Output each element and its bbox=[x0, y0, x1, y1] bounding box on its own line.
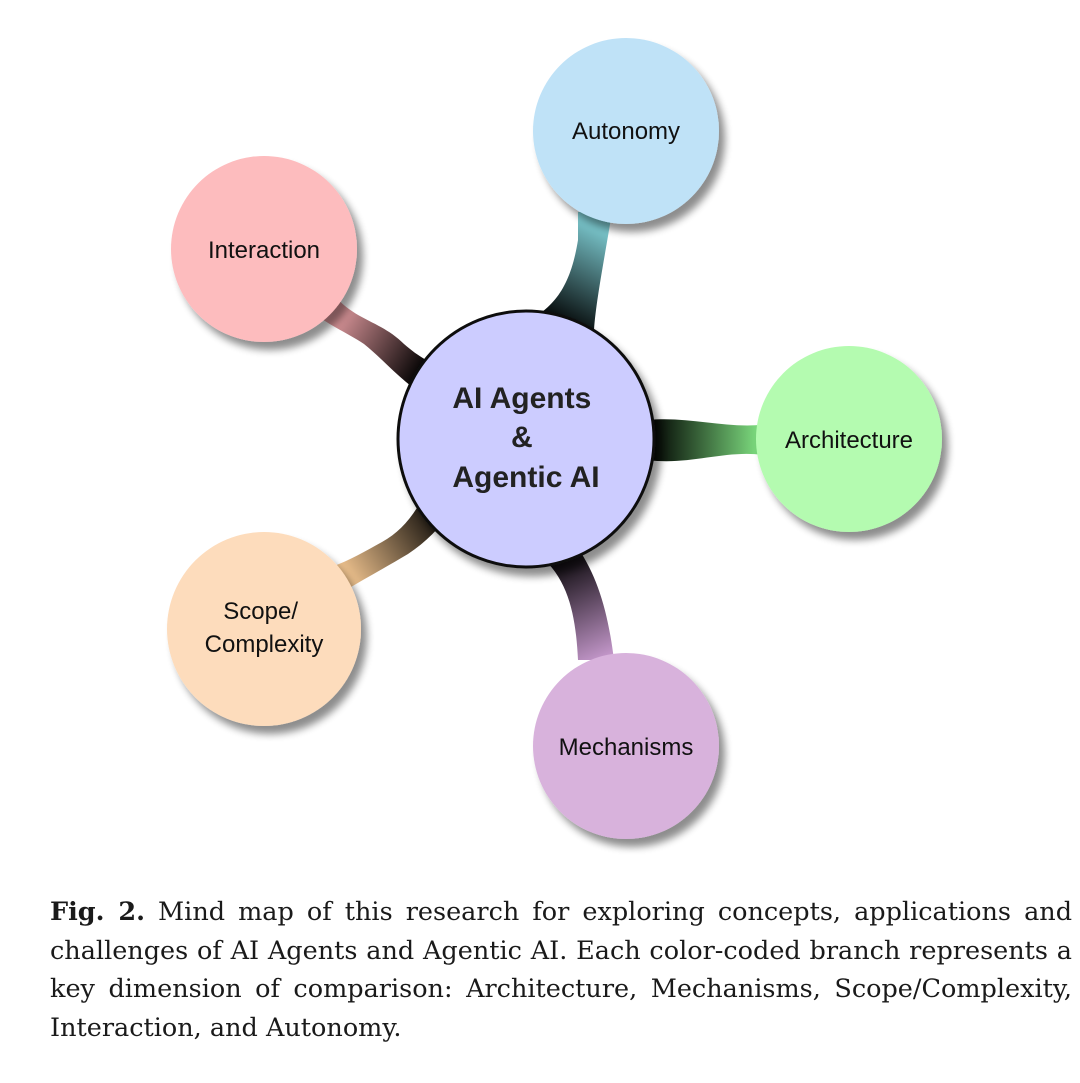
node-autonomy-label: Autonomy bbox=[572, 118, 680, 145]
node-mechanisms-circle bbox=[533, 653, 719, 839]
node-scope-complexity-circle bbox=[167, 532, 361, 726]
connector-interaction bbox=[310, 292, 442, 392]
node-interaction-label: Interaction bbox=[208, 237, 320, 264]
figure-caption-text: Mind map of this research for exploring … bbox=[50, 897, 1073, 1043]
node-interaction-circle bbox=[171, 156, 357, 342]
connector-mechanisms bbox=[540, 548, 614, 660]
node-scope-complexity: Scope/ Complexity bbox=[167, 532, 361, 726]
node-scope-complexity-label: Scope/ Complexity bbox=[205, 598, 324, 658]
connector-architecture bbox=[648, 419, 768, 462]
node-autonomy-circle bbox=[533, 38, 719, 224]
node-architecture-circle bbox=[756, 346, 942, 532]
node-interaction: Interaction bbox=[171, 156, 357, 342]
figure-label: Fig. 2. bbox=[50, 897, 145, 927]
node-architecture: Architecture bbox=[756, 346, 942, 532]
node-mechanisms-label: Mechanisms bbox=[559, 734, 694, 761]
node-mechanisms: Mechanisms bbox=[533, 653, 719, 839]
node-autonomy: Autonomy bbox=[533, 38, 719, 224]
node-center: AI Agents & Agentic AI bbox=[396, 309, 656, 569]
node-architecture-label: Architecture bbox=[785, 427, 913, 454]
connector-autonomy bbox=[520, 212, 612, 330]
node-center-circle bbox=[396, 309, 656, 569]
figure-caption: Fig. 2. Mind map of this research for ex… bbox=[50, 893, 1072, 1047]
mind-map-diagram: Autonomy Interaction Architecture Scope/… bbox=[167, 38, 942, 839]
node-center-label: AI Agents & Agentic AI bbox=[452, 382, 599, 494]
